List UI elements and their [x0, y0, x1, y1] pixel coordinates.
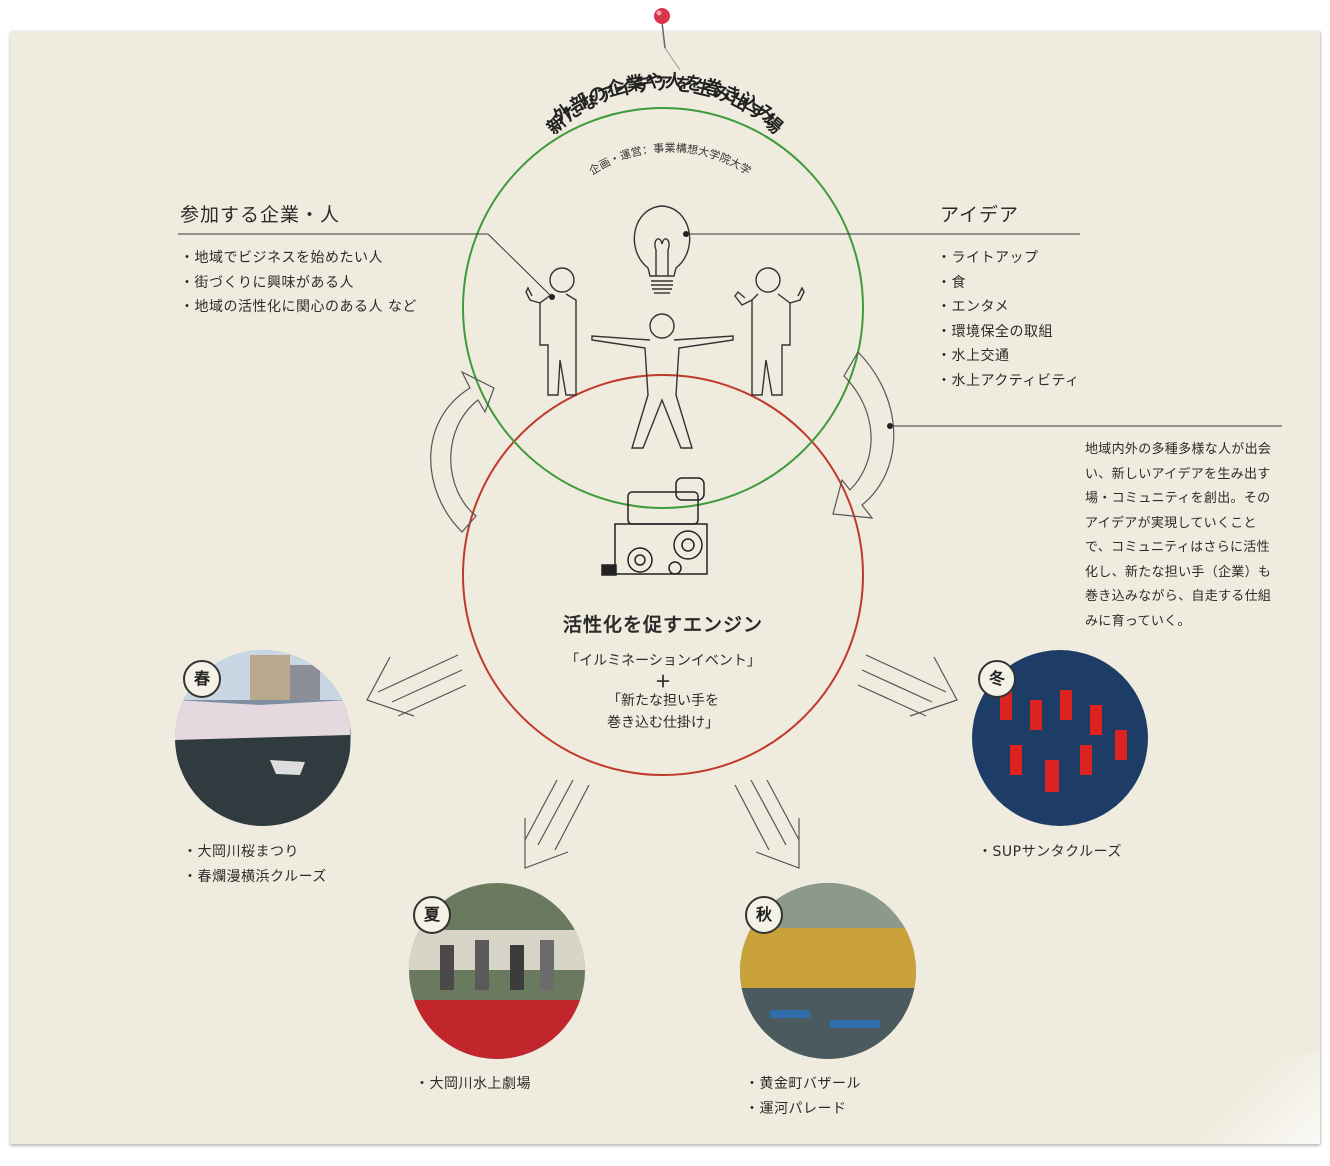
list-item: ・ライトアップ [937, 250, 1039, 266]
push-pin-icon [654, 8, 681, 71]
page-curl [1200, 1054, 1320, 1144]
ideas-list: ・ライトアップ ・食 ・エンタメ ・環境保全の取組 ・水上交通 ・水上アクティビ… [937, 246, 1080, 393]
caption-item: ・大岡川水上劇場 [415, 1076, 531, 1092]
winter-captions: ・SUPサンタクルーズ [978, 840, 1122, 865]
list-item: ・食 [937, 274, 966, 291]
engine-line2: 「新たな担い手を [607, 693, 719, 709]
participants-heading: 参加する企業・人 [180, 204, 341, 226]
svg-text:企画・運営：事業構想大学院大学: 企画・運営：事業構想大学院大学 [586, 142, 753, 178]
season-badge-summer: 夏 [413, 896, 451, 934]
caption-item: ・春爛漫横浜クルーズ [183, 868, 327, 885]
engine-title: 活性化を促すエンジン [562, 614, 763, 636]
engine-icon [601, 477, 708, 576]
engine-plus: ＋ [654, 672, 671, 691]
list-item: ・街づくりに興味がある人 [180, 274, 354, 291]
spring-captions: ・大岡川桜まつり ・春爛漫横浜クルーズ [183, 840, 327, 889]
season-badge-winter: 冬 [978, 660, 1016, 698]
engine-line3: 巻き込む仕掛け」 [607, 715, 719, 731]
engine-circle [462, 374, 864, 776]
person-icon [525, 267, 577, 396]
spring-photo [175, 650, 351, 826]
list-item: ・地域でビジネスを始めたい人 [180, 250, 383, 266]
paper-board [10, 31, 1320, 1144]
person-icon [591, 313, 734, 449]
list-item: ・地域の活性化に関心のある人 など [180, 299, 417, 315]
idea-circle [462, 107, 864, 509]
light-bulb-icon [633, 205, 691, 294]
ideas-heading: アイデア [940, 204, 1020, 226]
caption-item: ・SUPサンタクルーズ [978, 844, 1122, 860]
season-badge-autumn: 秋 [745, 896, 783, 934]
season-badge-spring: 春 [183, 660, 221, 698]
cycle-arrow-icon [430, 351, 895, 533]
list-item: ・水上アクティビティ [937, 372, 1080, 389]
arc-subtitle: 企画・運営：事業構想大学院大学 [586, 142, 753, 178]
participants-list: ・地域でビジネスを始めたい人 ・街づくりに興味がある人 ・地域の活性化に関心のあ… [180, 246, 417, 320]
list-item: ・水上交通 [937, 348, 1010, 364]
person-icon [734, 267, 805, 396]
summer-captions: ・大岡川水上劇場 [415, 1072, 531, 1097]
engine-line1: 「イルミネーションイベント」 [565, 653, 761, 669]
description-note: 地域内外の多種多様な人が出会い、新しいアイデアを生み出す場・コミュニティを創出。… [1085, 442, 1272, 629]
caption-item: ・運河パレード [745, 1100, 847, 1117]
caption-item: ・大岡川桜まつり [183, 844, 299, 860]
caption-item: ・黄金町バザール [745, 1076, 861, 1092]
autumn-captions: ・黄金町バザール ・運河パレード [745, 1072, 861, 1121]
list-item: ・環境保全の取組 [937, 323, 1053, 340]
triple-arrow-icon [366, 654, 958, 869]
list-item: ・エンタメ [937, 299, 1010, 315]
